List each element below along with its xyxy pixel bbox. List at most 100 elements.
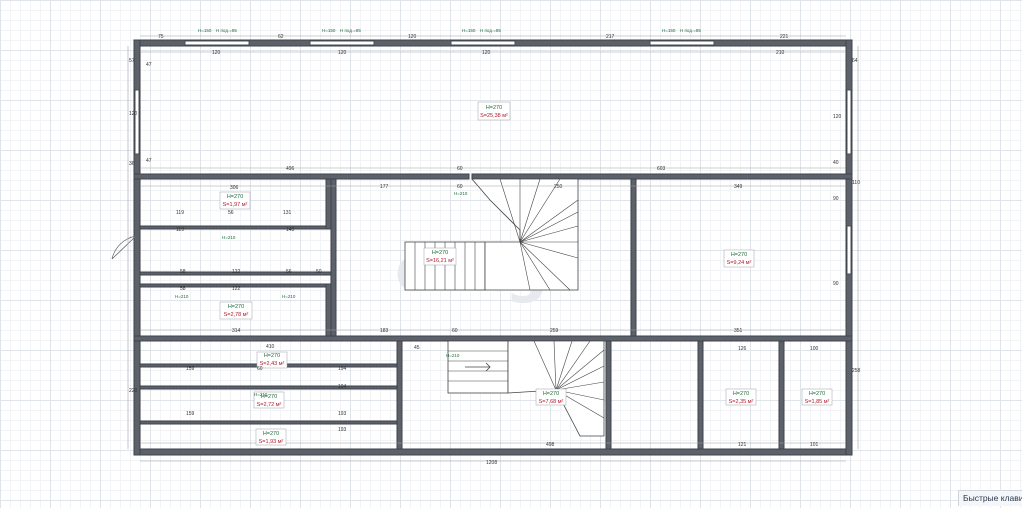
svg-text:603: 603 [657,166,666,172]
svg-text:H=270: H=270 [227,194,243,200]
svg-text:1208: 1208 [486,460,497,466]
svg-text:349: 349 [734,184,743,190]
svg-text:S=16,21 м²: S=16,21 м² [426,258,454,264]
svg-text:45: 45 [414,345,420,351]
svg-text:H=150: H=150 [662,28,676,33]
svg-text:H=210: H=210 [454,191,468,196]
svg-text:H=150: H=150 [198,28,212,33]
svg-text:194: 194 [338,384,347,390]
lower-dimensions: 45 498 126 100 121 101 1208 [414,345,819,466]
room-label-strip-1: H=270 S=2,43 м² [256,351,288,369]
svg-text:101: 101 [810,442,819,448]
svg-text:193: 193 [338,411,347,417]
svg-text:100: 100 [810,346,819,352]
svg-text:131: 131 [283,210,292,216]
svg-text:47: 47 [146,158,152,164]
svg-text:H под.=85: H под.=85 [216,28,237,33]
svg-text:60: 60 [457,166,463,172]
side-dimensions: 57 47 120 36 47 64 120 40 110 90 90 220 … [129,58,861,394]
svg-text:47: 47 [146,62,152,68]
room-label-right-room: H=270 S=9,24 м² [723,249,755,268]
svg-text:H=270: H=270 [432,250,448,256]
svg-text:S=7,68 м²: S=7,68 м² [539,399,564,405]
svg-text:56: 56 [228,210,234,216]
svg-text:159: 159 [186,411,195,417]
svg-text:36: 36 [129,161,135,167]
svg-text:H=270: H=270 [264,353,280,359]
top-dimensions: 75 62 120 217 221 120 120 120 210 [158,34,789,56]
svg-text:410: 410 [266,344,275,350]
svg-text:H=270: H=270 [263,431,279,437]
svg-text:S=9,24 м²: S=9,24 м² [727,260,752,266]
svg-text:H=270: H=270 [809,391,825,397]
svg-text:496: 496 [286,166,295,172]
svg-text:210: 210 [776,50,785,56]
svg-text:56: 56 [286,269,292,275]
svg-text:60: 60 [457,184,463,190]
svg-text:159: 159 [186,366,195,372]
room-label-stair-hall: H=270 S=16,21 м² [423,247,457,266]
room-label-strip-2: H=270 S=2,72 м² [253,391,285,409]
svg-text:121: 121 [738,442,747,448]
svg-text:H под.=85: H под.=85 [480,28,501,33]
svg-text:122: 122 [232,269,241,275]
svg-text:120: 120 [482,50,491,56]
svg-text:H=210: H=210 [446,353,460,358]
svg-text:H=210: H=210 [282,294,296,299]
svg-text:S=1,97 м²: S=1,97 м² [223,202,248,208]
room-label-small-a: H=270 S=2,35 м² [725,388,757,406]
svg-text:H под.=85: H под.=85 [680,28,701,33]
svg-text:S=1,93 м²: S=1,93 м² [259,439,284,445]
upper-staircase [404,178,579,291]
lower-staircase [447,340,605,437]
svg-text:H=270: H=270 [486,105,502,111]
svg-text:H=270: H=270 [228,304,244,310]
svg-text:250: 250 [554,184,563,190]
svg-text:62: 62 [278,34,284,40]
svg-text:H=150: H=150 [322,28,336,33]
svg-text:H под.=85: H под.=85 [340,28,361,33]
svg-text:S=25,38 м²: S=25,38 м² [480,113,508,119]
room-label-small-b: H=270 S=1,85 м² [801,388,833,406]
svg-text:S=2,72 м²: S=2,72 м² [257,402,282,408]
door-labels: H=210 H=210 H=210 H=210 H=210 H=210 [175,191,468,397]
svg-text:S=2,43 м²: S=2,43 м² [260,361,285,367]
svg-text:S=2,35 м²: S=2,35 м² [729,399,754,405]
svg-text:177: 177 [380,184,389,190]
svg-text:120: 120 [338,50,347,56]
svg-text:120: 120 [212,50,221,56]
svg-text:H=270: H=270 [731,252,747,258]
svg-text:194: 194 [338,366,347,372]
svg-text:H=270: H=270 [733,391,749,397]
svg-text:110: 110 [852,180,860,186]
svg-text:119: 119 [176,210,184,216]
svg-text:259: 259 [550,328,559,334]
svg-text:H=210: H=210 [175,294,189,299]
svg-text:258: 258 [852,368,861,374]
quick-keys-link[interactable]: Быстрые клавиши [958,490,1022,506]
top-windows [134,40,852,275]
svg-text:40: 40 [833,160,839,166]
svg-text:58: 58 [180,286,186,292]
svg-text:60: 60 [257,366,263,372]
room-label-left-mid: H=270 S=2,78 м² [219,301,253,320]
svg-text:H=150: H=150 [462,28,476,33]
svg-text:119: 119 [176,227,184,233]
svg-text:498: 498 [546,442,555,448]
svg-text:50: 50 [316,269,322,275]
svg-text:H=270: H=270 [261,394,277,400]
room-label-top-hall: H=270 S=25,38 м² [477,101,511,121]
svg-text:120: 120 [408,34,417,40]
room-label-strip-3: H=270 S=1,93 м² [255,428,287,446]
svg-text:57: 57 [129,58,135,64]
mid-dimensions: 496 60 603 177 60 250 349 351 183 60 259… [232,166,743,334]
svg-text:220: 220 [129,388,138,394]
window-labels: H=150 H под.=85 H=150 H под.=85 H=150 H … [198,28,701,33]
svg-text:217: 217 [606,34,615,40]
svg-text:221: 221 [780,34,789,40]
svg-text:122: 122 [232,286,241,292]
svg-text:126: 126 [738,346,747,352]
svg-text:58: 58 [180,269,186,275]
room-label-left-upper: H=270 S=1,97 м² [219,191,251,210]
